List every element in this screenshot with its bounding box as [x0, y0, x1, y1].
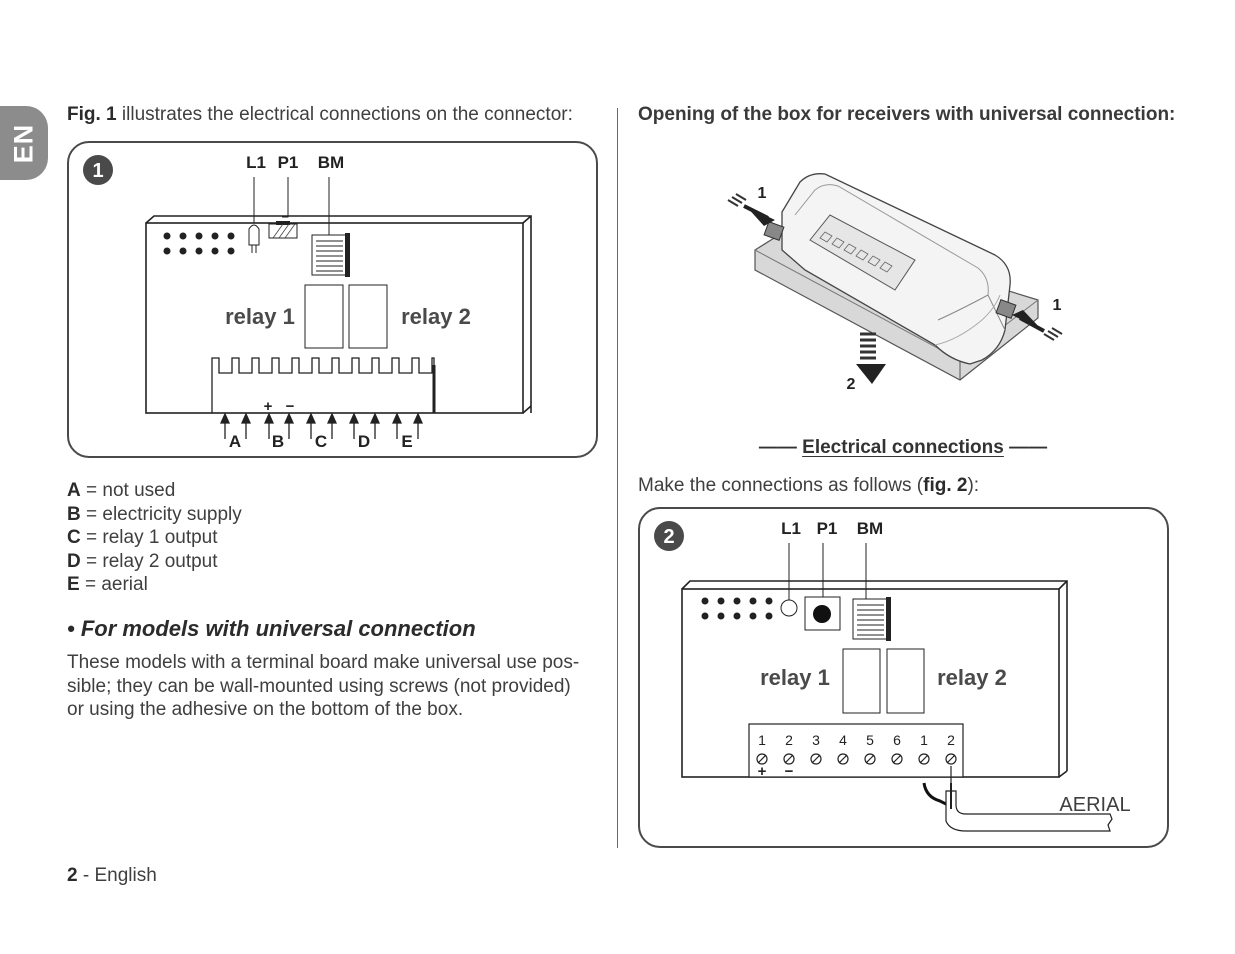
label-bm-2: BM — [857, 519, 883, 538]
legend-item: C = relay 1 output — [67, 527, 218, 548]
figure-2-number: 2 — [663, 526, 674, 548]
fig1-ref: Fig. 1 — [67, 104, 117, 125]
fig1-intro-text: illustrates the electrical connections o… — [116, 104, 573, 125]
relay-2-label-2: relay 2 — [937, 665, 1007, 690]
footer-language: English — [94, 865, 157, 886]
electrical-connections-title: Electrical connections — [802, 437, 1004, 458]
aerial-core-wire — [922, 782, 949, 807]
l1-led-icon — [248, 224, 260, 246]
minus-sign-2: − — [785, 763, 794, 780]
box-illustration: 1 1 2 — [727, 173, 1063, 393]
screw-terminals — [756, 753, 957, 765]
terminal-numbers: 1 2 3 4 5 6 1 2 — [758, 732, 955, 748]
l1-led-icon-2 — [780, 599, 798, 617]
relay-2-box — [348, 284, 388, 349]
legend-item: E = aerial — [67, 574, 148, 595]
terminal-c: C — [315, 432, 327, 451]
relay-1-box-2 — [842, 648, 881, 714]
legend-item: A = not used — [67, 480, 176, 501]
figure-1-badge — [83, 155, 113, 185]
led-dots-2 — [701, 597, 773, 620]
footer-separator: - — [77, 865, 95, 886]
led-dots — [163, 232, 235, 255]
label-p1: P1 — [278, 153, 299, 172]
svg-text:1: 1 — [758, 732, 766, 748]
terminal-arrows — [219, 412, 424, 439]
make-connections-text: Make the connections as follows (fig. 2)… — [638, 474, 979, 497]
bm-connector-icon-2 — [852, 598, 888, 640]
legend-item: D = relay 2 output — [67, 550, 218, 572]
figure-2-badge — [654, 521, 684, 551]
minus-sign: − — [286, 398, 295, 415]
terminal-b: B — [272, 432, 284, 451]
relay-1-box — [304, 284, 344, 349]
terminal-a: A — [229, 432, 241, 451]
figure-1: 1 L1 P1 BM — [67, 141, 598, 458]
aerial-label: AERIAL — [1059, 794, 1130, 816]
language-tab: EN — [0, 106, 48, 180]
page-footer: 2 - English — [67, 864, 157, 887]
label-l1: L1 — [246, 153, 266, 172]
heading-dash-left: —— — [758, 437, 797, 458]
svg-text:5: 5 — [866, 732, 874, 748]
terminal-board — [748, 723, 964, 778]
column-divider — [617, 108, 618, 848]
universal-paragraph: These models with a terminal board make … — [67, 651, 579, 722]
figure-2: 2 L1 P1 BM relay 1 relay 2 1 2 — [638, 507, 1169, 848]
relay-1-label-2: relay 1 — [760, 665, 830, 690]
paragraph-line: or using the adhesive on the bottom of t… — [67, 699, 464, 720]
fig1-intro: Fig. 1 illustrates the electrical connec… — [67, 103, 573, 126]
label-bm: BM — [318, 153, 344, 172]
page-number: 2 — [67, 865, 78, 886]
svg-text:6: 6 — [893, 732, 901, 748]
universal-subheading: • For models with universal connection — [67, 616, 476, 641]
terminal-comb — [211, 357, 435, 413]
paragraph-line: These models with a terminal board make … — [67, 652, 580, 673]
relay-2-box-2 — [886, 648, 925, 714]
svg-text:2: 2 — [785, 732, 793, 748]
make-connections-pre: Make the connections as follows ( — [638, 475, 924, 496]
heading-dash-right: —— — [1009, 437, 1048, 458]
svg-text:1: 1 — [920, 732, 928, 748]
svg-text:2: 2 — [947, 732, 955, 748]
terminal-e: E — [401, 432, 412, 451]
label-l1-2: L1 — [781, 519, 801, 538]
box-opening-heading: Opening of the box for receivers with un… — [638, 104, 1176, 125]
box-arrow-label-down: 2 — [847, 376, 856, 393]
box-arrow-label-right: 1 — [1053, 297, 1062, 314]
terminal-legend: A = not used B = electricity supply C = … — [67, 479, 242, 597]
p1-button-icon — [268, 223, 298, 239]
terminal-d: D — [358, 432, 370, 451]
svg-text:3: 3 — [812, 732, 820, 748]
legend-item: B = electricity supply — [67, 503, 242, 525]
paragraph-line: sible; they can be wall-mounted using sc… — [67, 675, 571, 697]
svg-text:4: 4 — [839, 732, 847, 748]
relay-2-label: relay 2 — [401, 304, 471, 329]
make-connections-post: ): — [967, 475, 980, 496]
box-arrow-label-left: 1 — [758, 185, 767, 202]
plus-sign: + — [264, 398, 273, 415]
electrical-connections-heading: —— Electrical connections —— — [638, 437, 1168, 459]
label-p1-2: P1 — [817, 519, 838, 538]
relay-1-label: relay 1 — [225, 304, 295, 329]
figure-1-drawing: 1 L1 P1 BM — [83, 153, 532, 451]
figure-2-drawing: 2 L1 P1 BM relay 1 relay 2 1 2 — [654, 519, 1131, 832]
plus-sign-2: + — [758, 763, 767, 780]
fig2-ref: fig. 2 — [923, 475, 968, 496]
language-tab-label: EN — [8, 123, 39, 164]
figure-1-number: 1 — [92, 160, 103, 182]
